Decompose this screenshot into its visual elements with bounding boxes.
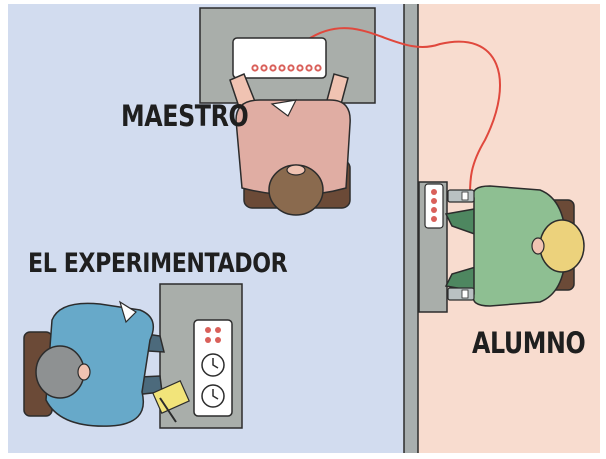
teacher-figure xyxy=(229,73,351,216)
experimenter-figure xyxy=(23,300,190,427)
learner-label: ALUMNO xyxy=(472,326,586,360)
clipboard-icon xyxy=(152,380,190,423)
learner-hair xyxy=(539,219,585,273)
experimenter-label: EL EXPERIMENTADOR xyxy=(28,248,288,279)
experimenter-coat xyxy=(45,302,155,427)
timer-clock-icon xyxy=(193,319,233,417)
experimenter-hair xyxy=(35,345,85,399)
shock-generator-icon xyxy=(232,37,327,79)
divider-wall xyxy=(404,4,418,453)
electric-wire xyxy=(306,27,501,196)
teacher-label: MAESTRO xyxy=(121,99,249,133)
restraint-strap-icon xyxy=(447,189,475,301)
learner-figure xyxy=(444,185,585,307)
control-panel-icon xyxy=(424,183,444,229)
learner-table xyxy=(418,181,448,313)
